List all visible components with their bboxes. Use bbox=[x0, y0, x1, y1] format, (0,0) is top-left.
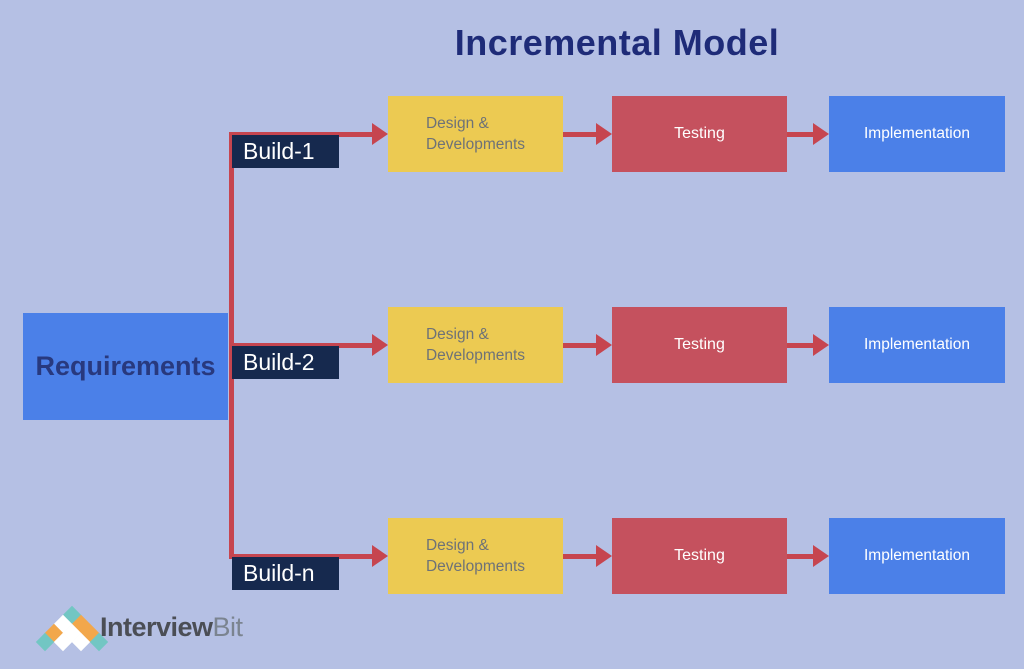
implementation-label: Implementation bbox=[864, 547, 970, 564]
implementation-label: Implementation bbox=[864, 125, 970, 142]
build-label: Build-n bbox=[243, 560, 315, 586]
implementation-box: Implementation bbox=[829, 96, 1005, 172]
testing-box: Testing bbox=[612, 96, 787, 172]
implementation-box: Implementation bbox=[829, 307, 1005, 383]
arrow-line bbox=[229, 132, 372, 137]
arrow-head-icon bbox=[372, 123, 388, 145]
arrow-line bbox=[787, 343, 813, 348]
build-label-box: Build-2 bbox=[232, 346, 339, 379]
arrow-line bbox=[787, 554, 813, 559]
arrow-head-icon bbox=[372, 545, 388, 567]
design-box: Design & Developments bbox=[388, 518, 563, 594]
testing-label: Testing bbox=[674, 336, 725, 353]
build-label: Build-1 bbox=[243, 138, 315, 164]
interviewbit-wordmark: InterviewBit bbox=[100, 612, 243, 643]
design-label: Design & Developments bbox=[425, 115, 526, 153]
arrow-head-icon bbox=[813, 545, 829, 567]
build-label-box: Build-n bbox=[232, 557, 339, 590]
requirements-box: Requirements bbox=[23, 313, 228, 420]
design-label: Design & Developments bbox=[425, 326, 526, 364]
diagram-title: Incremental Model bbox=[454, 22, 780, 63]
arrow-line bbox=[563, 132, 596, 137]
arrow-line bbox=[563, 554, 596, 559]
arrow-line bbox=[229, 343, 372, 348]
brand-text-light: Bit bbox=[212, 612, 244, 642]
testing-box: Testing bbox=[612, 307, 787, 383]
design-box: Design & Developments bbox=[388, 307, 563, 383]
arrow-line bbox=[229, 554, 372, 559]
testing-label: Testing bbox=[674, 547, 725, 564]
arrow-head-icon bbox=[596, 545, 612, 567]
build-label: Build-2 bbox=[243, 349, 315, 375]
arrow-line bbox=[787, 132, 813, 137]
interviewbit-logo-icon bbox=[35, 605, 109, 652]
arrow-head-icon bbox=[813, 123, 829, 145]
design-label: Design & Developments bbox=[425, 537, 526, 575]
testing-label: Testing bbox=[674, 125, 725, 142]
build-label-box: Build-1 bbox=[232, 135, 339, 168]
implementation-label: Implementation bbox=[864, 336, 970, 353]
design-box: Design & Developments bbox=[388, 96, 563, 172]
arrow-head-icon bbox=[596, 334, 612, 356]
requirements-label: Requirements bbox=[35, 351, 216, 381]
arrow-head-icon bbox=[372, 334, 388, 356]
arrow-line bbox=[563, 343, 596, 348]
testing-box: Testing bbox=[612, 518, 787, 594]
brand-text-bold: Interview bbox=[100, 612, 213, 642]
arrow-head-icon bbox=[596, 123, 612, 145]
arrow-head-icon bbox=[813, 334, 829, 356]
implementation-box: Implementation bbox=[829, 518, 1005, 594]
